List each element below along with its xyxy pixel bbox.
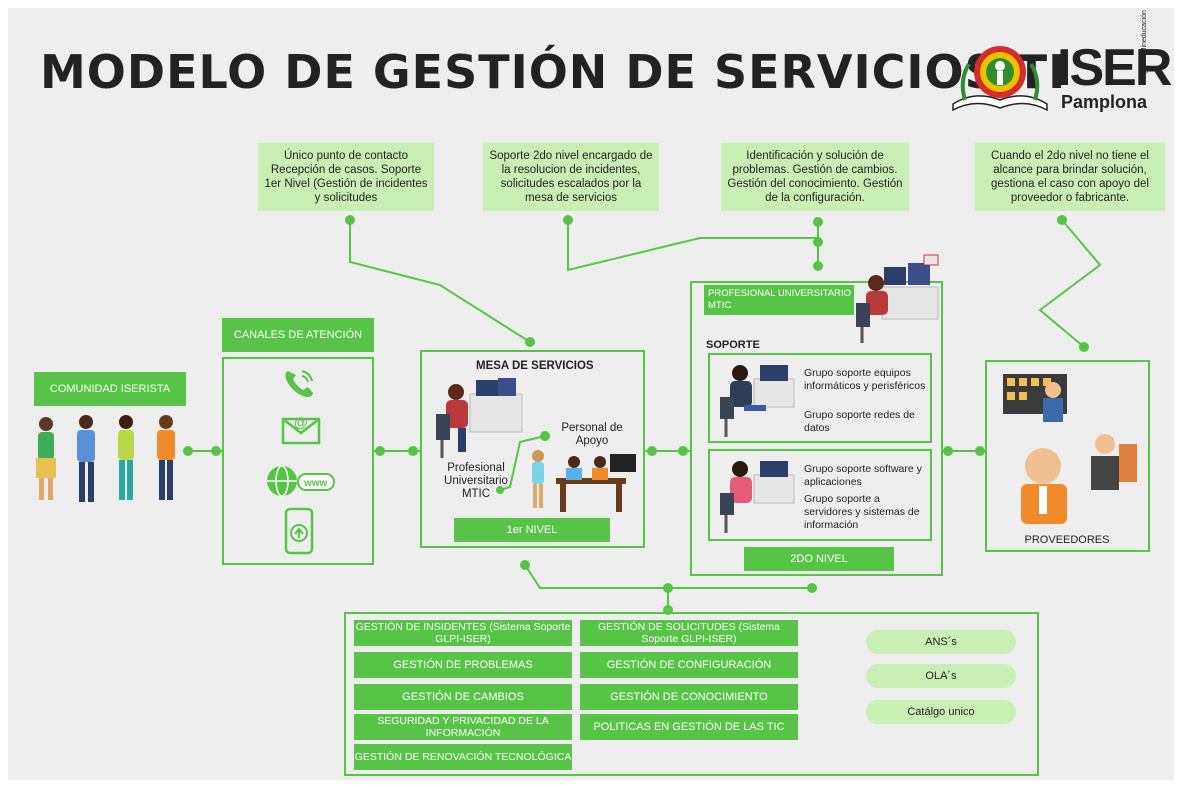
gestion-box: GESTIÓN DE INSIDENTES (Sistema Soporte G…	[344, 612, 1039, 776]
pill-ans: ANS´s	[866, 630, 1016, 654]
service-desk-agent-icon	[436, 378, 523, 458]
grupo1a-label: Grupo soporte equipos informáticos y per…	[804, 367, 926, 392]
proveedores-label: PROVEEDORES	[1024, 534, 1110, 546]
pill-catalogo: Catálgo unico	[866, 700, 1016, 724]
soporte-title: SOPORTE	[706, 339, 760, 351]
comunidad-label: COMUNIDAD ISERISTA	[34, 372, 186, 406]
grupo-software-box: Grupo soporte software y aplicaciones Gr…	[708, 449, 932, 541]
mesa-title: MESA DE SERVICIOS	[476, 360, 594, 372]
community-people-icon	[36, 415, 175, 502]
logo-subtext: Pamplona	[1061, 92, 1148, 112]
segundo-nivel-label: 2DO NIVEL	[744, 547, 894, 571]
canales-label: CANALES DE ATENCIÓN	[222, 318, 374, 352]
mesa-servicios-box: MESA DE SERVICIOS Profesional Universita…	[420, 350, 645, 548]
email-icon: @	[281, 414, 321, 445]
logo-emblem-icon	[952, 46, 1048, 112]
note-segundo-nivel: Soporte 2do nivel encargado de la resolu…	[483, 143, 659, 211]
gestion-cambios: GESTIÓN DE CAMBIOS	[354, 684, 572, 710]
tech-agent-icon	[856, 254, 939, 343]
profesional-label: Profesional Universitario MTIC	[444, 462, 508, 500]
software-tech-icon	[720, 461, 795, 533]
apoyo-label: Personal de Apoyo	[561, 422, 623, 447]
svg-text:@: @	[294, 414, 308, 430]
profesional-header: PROFESIONAL UNIVERSITARIO MTIC	[704, 285, 854, 315]
gestion-problemas: GESTIÓN DE PROBLEMAS	[354, 652, 572, 678]
svg-text:www: www	[303, 478, 328, 489]
pill-ola: OLA´s	[866, 664, 1016, 688]
gestion-conocimiento: GESTIÓN DE CONOCIMIENTO	[580, 684, 798, 710]
logo-text: ISER	[1057, 39, 1172, 97]
proveedores-box: PROVEEDORES	[985, 360, 1150, 552]
politicas-tic: POLITICAS EN GESTIÓN DE LAS TIC	[580, 714, 798, 740]
canales-box: @ www	[222, 357, 374, 565]
page-title: MODELO DE GESTIÓN DE SERVICIOS TI	[40, 45, 1067, 99]
iser-logo: ISER Pamplona Vigilada Mineducación	[945, 10, 1172, 122]
providers-icon	[1003, 374, 1137, 524]
segundo-nivel-box: PROFESIONAL UNIVERSITARIO MTIC SOPORTE G…	[690, 254, 943, 576]
note-primer-nivel: Único punto de contacto Recepción de cas…	[258, 143, 434, 211]
gestion-solicitudes: GESTIÓN DE SOLICITUDES (Sistema Soporte …	[580, 620, 798, 646]
primer-nivel-label: 1er NIVEL	[454, 518, 610, 542]
renovacion-tecnologica: GESTIÓN DE RENOVACIÓN TECNOLÓGICA	[354, 744, 572, 770]
grupo-hardware-box: Grupo soporte equipos informáticos y per…	[708, 353, 932, 443]
hardware-tech-icon	[720, 365, 795, 437]
gestion-configuracion: GESTIÓN DE CONFIGURACIÓN	[580, 652, 798, 678]
note-problemas: Identificación y solución de problemas. …	[721, 143, 909, 211]
grupo2b-label: Grupo soporte a servidores y sistemas de…	[804, 493, 920, 531]
web-icon: www	[267, 465, 335, 497]
grupo2a-label: Grupo soporte software y aplicaciones	[804, 463, 922, 488]
note-proveedores: Cuando el 2do nivel no tiene el alcance …	[975, 143, 1165, 211]
grupo1b-label: Grupo soporte redes de datos	[804, 409, 915, 434]
logo-vertical-text: Vigilada Mineducación	[1141, 10, 1148, 80]
gestion-incidentes: GESTIÓN DE INSIDENTES (Sistema Soporte G…	[354, 620, 572, 646]
mobile-upload-icon	[284, 507, 314, 555]
seguridad-privacidad: SEGURIDAD Y PRIVACIDAD DE LA INFORMACIÓN	[354, 714, 572, 740]
support-staff-icon	[532, 450, 636, 512]
phone-icon	[285, 370, 313, 398]
